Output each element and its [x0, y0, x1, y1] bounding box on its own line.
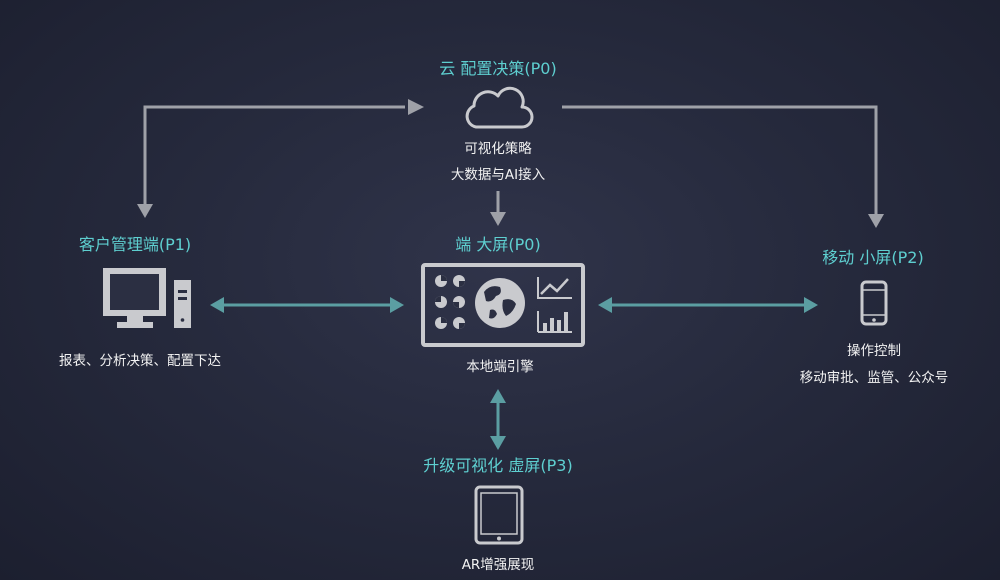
client-bigscreen-arrow: [210, 297, 404, 313]
virtual-title: 升级可视化 虚屏(P3): [423, 456, 572, 475]
bigscreen-title: 端 大屏(P0): [455, 235, 540, 254]
bigscreen-mobile-arrow: [598, 297, 818, 313]
virtual-line1: AR增强展现: [462, 557, 535, 573]
cloud-line2: 大数据与AI接入: [451, 166, 546, 183]
tablet-icon: [474, 485, 524, 545]
bigscreen-line1: 本地端引擎: [466, 359, 534, 375]
cloud-line1: 可视化策略: [464, 140, 532, 157]
cloud-to-mobile-arrow: [562, 105, 884, 228]
cloud-title: 云 配置决策(P0): [439, 59, 556, 78]
mobile-line1: 操作控制: [847, 343, 901, 359]
client-line1: 报表、分析决策、配置下达: [59, 352, 221, 369]
smartphone-icon: [860, 280, 888, 326]
mobile-title: 移动 小屏(P2): [822, 248, 923, 267]
cloud-to-client-arrow: [137, 99, 424, 218]
cloud-icon: [465, 86, 534, 129]
client-title: 客户管理端(P1): [79, 235, 191, 254]
bigscreen-virtual-arrow: [490, 389, 506, 450]
dashboard-screen-icon: [421, 263, 585, 347]
cloud-to-bigscreen-arrow: [490, 191, 506, 226]
mobile-line2: 移动审批、监管、公众号: [800, 370, 949, 386]
desktop-computer-icon: [103, 268, 191, 328]
